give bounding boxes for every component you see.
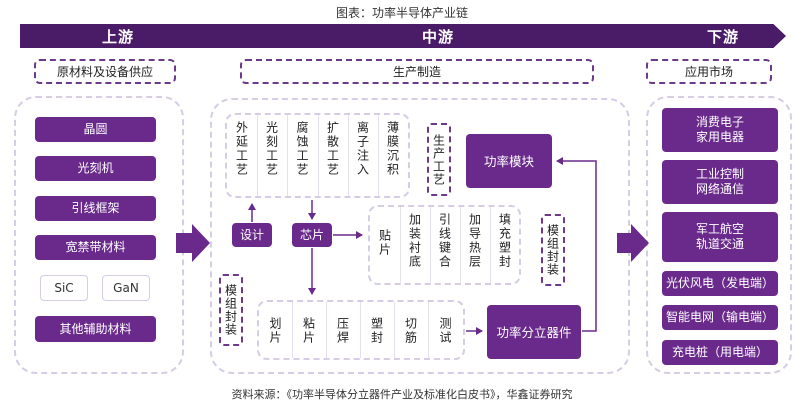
packaging-step: 测试 [438,317,452,345]
downstream-section-label: 应用市场 [646,59,772,84]
downstream-banner-label: 下游 [706,27,739,46]
process-step: 离子注入 [355,121,370,177]
source-note: 资料来源：《功率半导体分立器件产业及标准化白皮书》，华鑫证券研究 [231,388,573,401]
divider [318,115,319,196]
upstream-item-wide-bandgap: 宽禁带材料 [35,235,156,260]
die-packaging-label: 模组封装 [219,274,243,346]
upstream-item-wafer: 晶圆 [35,117,156,142]
divider [348,115,349,196]
divider [378,115,379,196]
material-gan: GaN [102,275,150,301]
divider [326,302,327,358]
divider [490,207,491,283]
packaging-step: 贴片 [377,229,392,257]
process-steps-box: 外延工艺 光刻工艺 腐蚀工艺 扩散工艺 离子注入 薄膜沉积 [225,113,410,198]
packaging-step: 划片 [268,317,282,345]
power-module-node: 功率模块 [466,134,552,188]
packaging-step: 引线键合 [437,213,452,269]
packaging-step: 加导热层 [467,213,482,269]
packaging-step: 切筋 [403,317,418,345]
die-packaging-box: 划片 粘片 压焊 塑封 切筋 测试 [257,300,465,360]
upstream-item-lithography: 光刻机 [35,156,156,181]
divider [400,207,401,283]
application-charging: 充电桩（用电端） [662,340,778,365]
module-packaging-label: 模组封装 [541,214,565,286]
packaging-step: 填充塑封 [497,213,512,269]
packaging-step: 粘片 [301,317,316,345]
divider [430,207,431,283]
material-sic: SiC [40,275,88,301]
application-smart-grid: 智能电网（输电端） [662,305,778,330]
divider [292,302,293,358]
process-step: 腐蚀工艺 [295,121,309,177]
packaging-step: 加装衬底 [407,213,422,269]
process-label: 生产工艺 [427,123,451,196]
upstream-to-midstream-arrow [176,224,210,262]
divider [257,115,258,196]
midstream-to-downstream-arrow [617,224,649,262]
application-industrial: 工业控制 网络通信 [662,160,778,204]
upstream-banner: 上游 [20,24,216,48]
chip-node: 芯片 [292,223,332,247]
process-step: 扩散工艺 [325,121,340,177]
downstream-banner: 下游 [660,24,786,48]
packaging-step: 塑封 [369,317,384,345]
midstream-section-label: 生产制造 [240,59,594,84]
power-discrete-node: 功率分立器件 [487,305,581,359]
application-military: 军工航空 轨道交通 [662,212,778,262]
upstream-banner-label: 上游 [101,27,134,46]
midstream-banner-label: 中游 [421,27,454,46]
process-step: 薄膜沉积 [385,121,400,177]
module-packaging-box: 贴片 加装衬底 引线键合 加导热层 填充塑封 [368,205,521,285]
divider [428,302,429,358]
midstream-banner: 中游 [198,24,678,48]
upstream-item-leadframe: 引线框架 [35,196,156,221]
application-pv-wind: 光伏风电（发电端） [662,271,778,296]
divider [394,302,395,358]
divider [287,115,288,196]
process-step: 光刻工艺 [264,121,279,177]
upstream-item-auxiliary: 其他辅助材料 [35,316,156,342]
packaging-step: 压焊 [335,317,350,345]
divider [360,302,361,358]
upstream-section-label: 原材料及设备供应 [34,59,176,84]
application-consumer: 消费电子 家用电器 [662,108,778,152]
design-node: 设计 [232,223,272,247]
divider [460,207,461,283]
discrete-to-module-arrow [556,157,597,332]
process-step: 外延工艺 [234,121,249,177]
figure-title: 图表：功率半导体产业链 [335,6,468,20]
